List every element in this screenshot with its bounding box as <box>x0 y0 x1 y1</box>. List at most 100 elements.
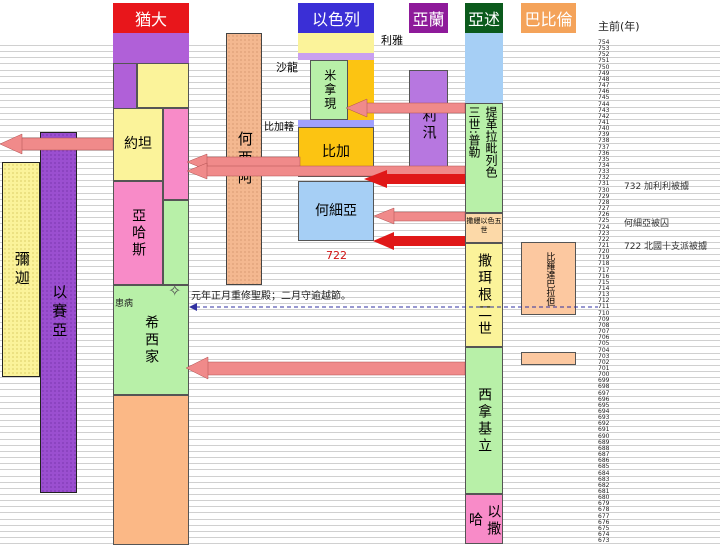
arrow-passover-dashed <box>189 303 598 311</box>
year-tick: 743 <box>598 106 610 114</box>
grid-line <box>0 272 720 274</box>
sennacherib-bar: 西拿基立 <box>465 347 503 494</box>
arrow-to-isaiah <box>0 133 114 155</box>
year-tick: 707 <box>598 328 610 336</box>
year-tick: 695 <box>598 401 610 409</box>
year-tick: 702 <box>598 358 610 366</box>
grid-line <box>0 463 720 465</box>
year-tick: 722 <box>598 235 610 243</box>
year-tick: 711 <box>598 303 610 311</box>
year-axis-label: 主前(年) <box>598 20 640 33</box>
year-tick: 754 <box>598 39 610 46</box>
year-tick: 745 <box>598 94 610 102</box>
grid-line <box>0 420 720 422</box>
header-aram: 亞蘭 <box>409 3 448 33</box>
year-tick: 685 <box>598 463 610 471</box>
pekah-label: 比加 <box>322 143 350 160</box>
year-tick: 696 <box>598 395 610 403</box>
year-tick: 683 <box>598 475 610 483</box>
micah-label: 彌迦 <box>12 250 31 289</box>
year-tick: 733 <box>598 168 610 176</box>
year-tick: 690 <box>598 432 610 440</box>
grid-line <box>0 506 720 508</box>
grid-line <box>0 266 720 268</box>
hezekiah-bar: 希西家 <box>113 285 189 395</box>
year-tick: 741 <box>598 118 610 126</box>
manasseh-bar <box>113 395 189 545</box>
year-tick: 752 <box>598 51 610 59</box>
grid-line <box>0 487 720 489</box>
grid-line <box>0 241 720 243</box>
year-tick: 720 <box>598 248 610 256</box>
grid-line <box>0 254 720 256</box>
year-tick: 680 <box>598 494 610 502</box>
sargon-bar: 撒珥根二世 <box>465 243 503 347</box>
arrow-red-galilee <box>364 170 465 188</box>
pekahiah-label: 比加轄 <box>264 122 294 133</box>
grid-line <box>0 530 720 532</box>
year-tick: 687 <box>598 451 610 459</box>
year-tick: 732 <box>598 174 610 182</box>
merodach-second-bar <box>521 352 576 365</box>
year-tick: 717 <box>598 266 610 274</box>
year-tick: 753 <box>598 45 610 53</box>
year-tick: 736 <box>598 149 610 157</box>
year-tick: 688 <box>598 444 610 452</box>
year-tick: 700 <box>598 371 610 379</box>
year-tick: 709 <box>598 315 610 323</box>
grid-line <box>0 309 720 311</box>
grid-line <box>0 284 720 286</box>
ashur-bar <box>465 33 503 103</box>
year-tick: 751 <box>598 57 610 65</box>
year-tick: 674 <box>598 531 610 538</box>
year-tick: 749 <box>598 69 610 77</box>
star-icon: ✧ <box>168 281 182 300</box>
grid-line <box>0 346 720 348</box>
grid-line <box>0 543 720 545</box>
grid-line <box>0 327 720 329</box>
hezekiah-label: 希西家 <box>143 314 160 366</box>
year-tick: 723 <box>598 229 610 237</box>
year-tick: 701 <box>598 364 610 372</box>
menahem-label: 米拿現 <box>322 69 337 111</box>
menahem-bar: 米拿現 <box>310 60 348 120</box>
grid-line <box>0 321 720 323</box>
year-tick: 719 <box>598 254 610 262</box>
grid-line <box>0 340 720 342</box>
grid-line <box>0 432 720 434</box>
grid-line <box>0 358 720 360</box>
rezin-label: 利汛 <box>420 108 437 142</box>
hoshea-bar: 何細亞 <box>298 181 374 241</box>
year-tick: 682 <box>598 481 610 489</box>
year-tick: 738 <box>598 137 610 145</box>
year-tick: 698 <box>598 383 610 391</box>
hezekiah-illness-note: 患病 <box>115 299 134 309</box>
year-tick: 744 <box>598 100 610 108</box>
esarhaddon-label: 以撒哈 <box>467 503 502 538</box>
year-tick: 679 <box>598 500 610 508</box>
grid-line <box>0 518 720 520</box>
year-tick: 694 <box>598 408 610 415</box>
grid-line <box>0 315 720 317</box>
year-tick: 710 <box>598 309 610 317</box>
year-tick: 735 <box>598 155 610 163</box>
year-tick: 739 <box>598 131 610 139</box>
grid-line <box>0 180 720 182</box>
grid-line <box>0 389 720 391</box>
year-tick: 692 <box>598 420 610 428</box>
year-tick: 708 <box>598 321 610 329</box>
year-tick: 730 <box>598 186 610 194</box>
year-tick: 689 <box>598 438 610 446</box>
shalmaneser-bar: 撒縵以色五世 <box>465 213 503 243</box>
grid-line <box>0 512 720 514</box>
year-tick: 727 <box>598 205 610 213</box>
sennacherib-label: 西拿基立 <box>476 386 493 455</box>
year-tick: 673 <box>598 537 610 545</box>
grid-line <box>0 493 720 495</box>
header-assyria: 亞述 <box>465 3 503 33</box>
year-tick: 713 <box>598 291 610 299</box>
grid-line <box>0 352 720 354</box>
tiglath-bar <box>465 103 503 213</box>
year-tick: 676 <box>598 518 610 526</box>
header-judah: 猶大 <box>113 3 189 33</box>
